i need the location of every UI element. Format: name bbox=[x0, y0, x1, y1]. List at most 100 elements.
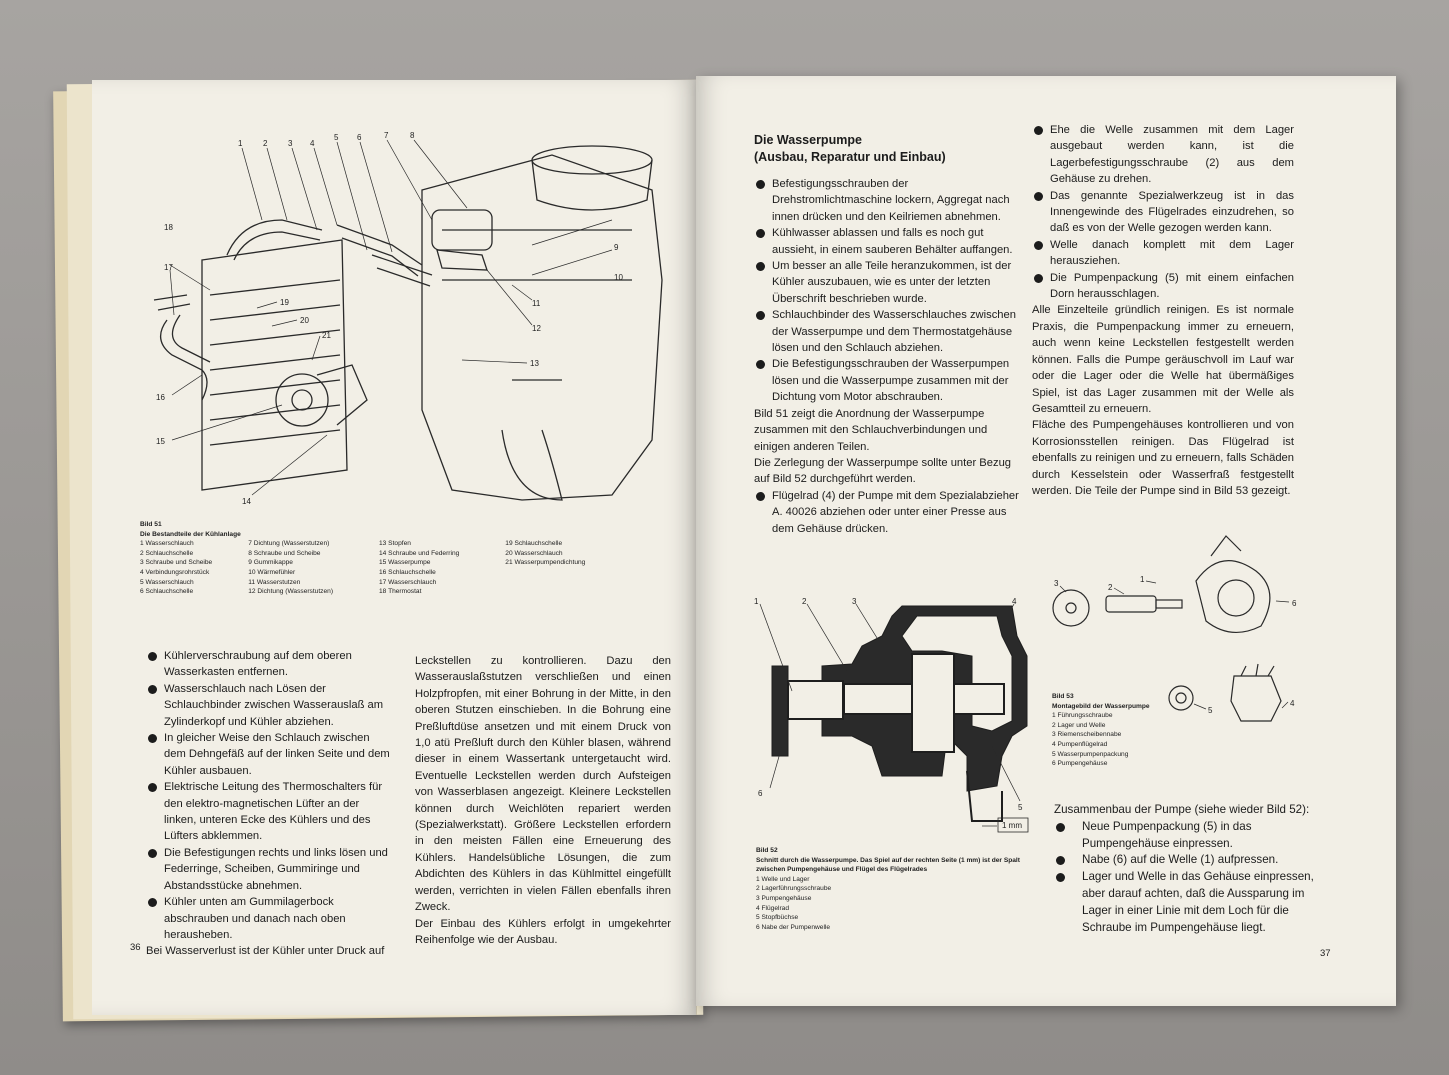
callout: 2 bbox=[802, 597, 807, 606]
callout: 6 bbox=[758, 789, 763, 798]
bullet-item: Elektrische Leitung des Thermoschalters … bbox=[146, 779, 394, 845]
callout: 6 bbox=[357, 133, 362, 142]
bullet-item: Kühlwasser ablassen und falls es noch gu… bbox=[754, 225, 1020, 258]
callout: 10 bbox=[614, 273, 623, 282]
callout: 2 bbox=[263, 139, 268, 148]
callout: 6 bbox=[1292, 599, 1297, 608]
callout: 4 bbox=[1290, 699, 1295, 708]
paragraph: Bei Wasserverlust ist der Kühler unter D… bbox=[146, 945, 385, 958]
paragraph: Bild 51 zeigt die Anordnung der Wasserpu… bbox=[754, 407, 988, 453]
bullet-item: Lager und Welle in das Gehäuse einpresse… bbox=[1054, 869, 1328, 936]
legend-item: 20 Wasserschlauch bbox=[505, 549, 563, 557]
bullet-item: In gleicher Weise den Schlauch zwischen … bbox=[146, 730, 394, 779]
bullet-item: Nabe (6) auf die Welle (1) aufpressen. bbox=[1054, 852, 1328, 869]
right-column-1: Die Wasserpumpe (Ausbau, Reparatur und E… bbox=[754, 132, 1020, 537]
legend-item: 4 Flügelrad bbox=[756, 904, 789, 912]
callout: 4 bbox=[310, 139, 315, 148]
callout: 5 bbox=[334, 133, 339, 142]
assembly-section: Zusammenbau der Pumpe (siehe wieder Bild… bbox=[1054, 802, 1328, 936]
legend-item: 18 Thermostat bbox=[379, 588, 422, 596]
paragraph: Leckstellen zu kontrollieren. Dazu den W… bbox=[415, 655, 671, 914]
paragraph: Die Zerlegung der Wasserpumpe sollte unt… bbox=[754, 456, 1012, 486]
legend-item: 5 Wasserschlauch bbox=[140, 578, 194, 586]
legend-item: 4 Pumpenflügelrad bbox=[1052, 740, 1108, 748]
legend-item: 5 Wasserpumpenpackung bbox=[1052, 750, 1129, 758]
bullet-item: Um besser an alle Teile heranzukommen, i… bbox=[754, 258, 1020, 307]
legend-item: 6 Nabe der Pumpenwelle bbox=[756, 923, 831, 931]
legend-item: 17 Wasserschlauch bbox=[379, 578, 437, 586]
legend-item: 10 Wärmefühler bbox=[248, 568, 296, 576]
caption-title: Bild 51 bbox=[140, 521, 162, 528]
bullet-item: Neue Pumpenpackung (5) in das Pumpengehä… bbox=[1054, 819, 1328, 853]
callout: 16 bbox=[156, 393, 165, 402]
callout: 1 bbox=[238, 139, 243, 148]
legend-item: 19 Schlauchschelle bbox=[505, 540, 563, 548]
legend-item: 13 Stopfen bbox=[379, 540, 411, 548]
bullet-item: Kühler unten am Gummilagerbock abschraub… bbox=[146, 894, 394, 943]
callout: 20 bbox=[300, 316, 309, 325]
figure-53-exploded-view: 1 2 3 4 5 6 bbox=[1052, 535, 1297, 722]
legend-item: 7 Dichtung (Wasserstutzen) bbox=[248, 540, 330, 548]
legend-item: 15 Wasserpumpe bbox=[379, 559, 431, 567]
gap-label: 1 mm bbox=[1002, 821, 1022, 830]
callout: 2 bbox=[1108, 583, 1113, 592]
caption-subtitle: Montagebild der Wasserpumpe bbox=[1052, 702, 1150, 710]
legend-item: 1 Wasserschlauch bbox=[140, 540, 194, 548]
caption-subtitle: Die Bestandteile der Kühlanlage bbox=[140, 530, 241, 538]
legend-item: 12 Dichtung (Wasserstutzen) bbox=[248, 588, 334, 596]
legend-item: 5 Stopfbüchse bbox=[756, 914, 799, 922]
legend-item: 2 Schlauchschelle bbox=[140, 549, 194, 557]
left-column-1: Kühlerverschraubung auf dem oberen Wasse… bbox=[146, 648, 394, 960]
bullet-item: Die Pumpenpackung (5) mit einem einfache… bbox=[1032, 270, 1294, 303]
legend-item: 11 Wasserstutzen bbox=[248, 578, 301, 586]
legend-item: 4 Verbindungsrohrstück bbox=[140, 568, 210, 576]
right-page: Die Wasserpumpe (Ausbau, Reparatur und E… bbox=[696, 76, 1396, 1006]
left-page: 1 2 3 4 5 6 7 8 9 10 11 12 13 14 15 16 1… bbox=[92, 80, 697, 1015]
figure-51-caption: Bild 51 Die Bestandteile der Kühlanlage … bbox=[140, 520, 680, 597]
callout: 21 bbox=[322, 331, 331, 340]
callout: 5 bbox=[1208, 706, 1213, 715]
callout: 15 bbox=[156, 437, 165, 446]
legend-item: 3 Schraube und Scheibe bbox=[140, 559, 213, 567]
caption-title: Bild 53 bbox=[1052, 693, 1074, 700]
callout: 3 bbox=[852, 597, 857, 606]
legend-item: 3 Riemenscheibennabe bbox=[1052, 731, 1122, 739]
assembly-title: Zusammenbau der Pumpe (siehe wieder Bild… bbox=[1054, 803, 1310, 816]
bullet-item: Kühlerverschraubung auf dem oberen Wasse… bbox=[146, 648, 394, 681]
callout: 9 bbox=[614, 243, 619, 252]
callout: 19 bbox=[280, 298, 289, 307]
paragraph: Fläche des Pumpengehäuses kontrollieren … bbox=[1032, 419, 1294, 497]
callout: 12 bbox=[532, 324, 541, 333]
figure-51-callouts: 1 2 3 4 5 6 7 8 9 10 11 12 13 14 15 16 1… bbox=[156, 131, 623, 506]
legend-item: 21 Wasserpumpendichtung bbox=[505, 559, 586, 567]
legend-item: 3 Pumpengehäuse bbox=[756, 894, 812, 902]
legend-item: 1 Welle und Lager bbox=[756, 875, 810, 883]
page-heading: Die Wasserpumpe bbox=[754, 133, 862, 147]
callout: 17 bbox=[164, 263, 173, 272]
bullet-item: Wasserschlauch nach Lösen der Schlauchbi… bbox=[146, 681, 394, 730]
callout: 11 bbox=[532, 299, 541, 308]
callout: 3 bbox=[1054, 579, 1059, 588]
paragraph: Alle Einzelteile gründlich reinigen. Es … bbox=[1032, 304, 1294, 415]
callout: 13 bbox=[530, 359, 539, 368]
bullet-item: Das genannte Spezialwerkzeug ist in das … bbox=[1032, 188, 1294, 237]
callout: 7 bbox=[384, 131, 389, 140]
bullet-item: Die Befestigungen rechts und links lösen… bbox=[146, 845, 394, 894]
legend-item: 8 Schraube und Scheibe bbox=[248, 549, 321, 557]
legend-item: 16 Schlauchschelle bbox=[379, 568, 436, 576]
figure-52-cross-section: 1 2 3 4 5 6 1 mm bbox=[754, 597, 1029, 833]
callout: 8 bbox=[410, 131, 415, 140]
figure-51-engine-drawing: 1 2 3 4 5 6 7 8 9 10 11 12 13 14 15 16 1… bbox=[153, 131, 663, 506]
bullet-item: Befestigungsschrauben der Drehstromlicht… bbox=[754, 176, 1020, 225]
bullet-item: Flügelrad (4) der Pumpe mit dem Speziala… bbox=[754, 488, 1020, 537]
legend-item: 6 Schlauchschelle bbox=[140, 588, 194, 596]
legend-item: 2 Lager und Welle bbox=[1052, 721, 1106, 729]
callout: 4 bbox=[1012, 597, 1017, 606]
right-column-2: Ehe die Welle zusammen mit dem Lager aus… bbox=[1032, 122, 1294, 499]
callout: 1 bbox=[754, 597, 759, 606]
caption-subtitle: Schnitt durch die Wasserpumpe. Das Spiel… bbox=[756, 856, 1020, 874]
bullet-item: Ehe die Welle zusammen mit dem Lager aus… bbox=[1032, 122, 1294, 188]
page-number-left: 36 bbox=[130, 942, 141, 953]
left-column-2: Leckstellen zu kontrollieren. Dazu den W… bbox=[415, 653, 671, 948]
page-number-right: 37 bbox=[1320, 948, 1331, 959]
